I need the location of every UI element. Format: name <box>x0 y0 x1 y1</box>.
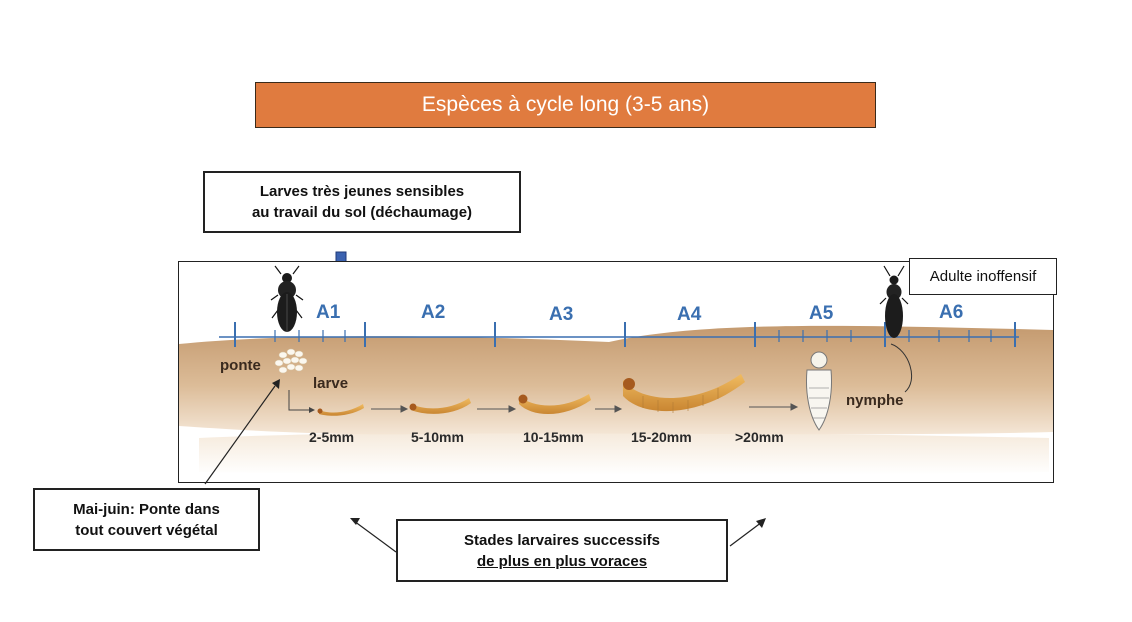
year-label-a5: A5 <box>809 303 834 324</box>
young-larvae-callout: Larves très jeunes sensibles au travail … <box>203 171 521 233</box>
stades-line-2: de plus en plus voraces <box>476 552 648 570</box>
size-label-4: 15-20mm <box>631 429 692 445</box>
year-label-a4: A4 <box>677 304 702 325</box>
year-label-a1: A1 <box>316 302 341 323</box>
nymph-icon <box>806 351 832 431</box>
flow-bracket <box>288 390 309 411</box>
adult-callout: Adulte inoffensif <box>909 258 1057 295</box>
adult-callout-text: Adulte inoffensif <box>929 268 1037 285</box>
title-banner: Espèces à cycle long (3-5 ans) <box>255 82 876 128</box>
nymph-to-adult-arrow <box>890 343 913 393</box>
timeline-minor-ticks <box>274 330 992 342</box>
size-label-3: 10-15mm <box>523 429 584 445</box>
young-larvae-line-1: Larves très jeunes sensibles <box>259 183 465 200</box>
nymphe-label: nymphe <box>846 392 904 409</box>
larve-label: larve <box>313 375 348 392</box>
life-cycle-panel: A1 A2 A3 A4 A5 A6 <box>178 261 1054 483</box>
size-label-2: 5-10mm <box>411 429 464 445</box>
adult-beetle-icon <box>879 265 909 338</box>
eggs <box>274 348 308 374</box>
ponte-line-2: tout couvert végétal <box>75 521 218 539</box>
ponte-label: ponte <box>220 357 261 374</box>
ponte-callout: Mai-juin: Ponte dans tout couvert végéta… <box>33 488 260 551</box>
timeline-major-ticks <box>234 322 1016 347</box>
larva-stage-4 <box>623 374 745 413</box>
year-label-a2: A2 <box>421 302 445 323</box>
larva-stage-2 <box>409 398 471 414</box>
life-cycle-illustration: A1 A2 A3 A4 A5 A6 <box>179 265 1053 475</box>
stades-callout: Stades larvaires successifs de plus en p… <box>396 519 728 582</box>
size-label-5: >20mm <box>735 429 784 445</box>
ponte-line-1: Mai-juin: Ponte dans <box>73 500 220 518</box>
larva-flow-arrows <box>371 403 799 413</box>
size-label-1: 2-5mm <box>309 429 354 445</box>
year-label-a3: A3 <box>549 304 573 325</box>
larva-stage-3 <box>518 394 591 415</box>
stades-line-1: Stades larvaires successifs <box>464 531 660 549</box>
soil-lower <box>199 432 1049 475</box>
beetle-icon <box>270 265 304 332</box>
larva-stage-1 <box>317 404 364 416</box>
young-larvae-line-2: au travail du sol (déchaumage) <box>251 204 473 221</box>
soil-band <box>179 325 1053 435</box>
year-label-a6: A6 <box>939 302 963 323</box>
